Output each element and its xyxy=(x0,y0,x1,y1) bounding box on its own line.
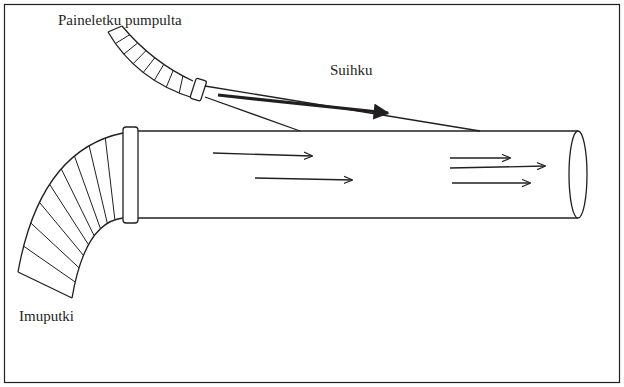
flow-arrow xyxy=(450,166,545,168)
frame-border xyxy=(5,5,620,383)
hose-rib xyxy=(74,156,100,229)
pressure-hose xyxy=(122,26,193,81)
hose-rib xyxy=(154,64,163,80)
hose-rib xyxy=(115,35,129,44)
hose-rib xyxy=(143,58,155,73)
hose-rib xyxy=(31,223,79,268)
hose-rib xyxy=(50,184,89,244)
suction-hose xyxy=(18,272,72,298)
part-label: Paineletku pumpulta xyxy=(58,11,182,29)
hose-rib xyxy=(24,246,76,282)
hose-rib xyxy=(124,43,138,54)
jet-arrow xyxy=(218,95,388,113)
flow-arrow xyxy=(450,157,510,158)
hose-rib xyxy=(39,202,83,255)
hose-rib xyxy=(166,70,173,87)
pressure-hose xyxy=(108,32,193,98)
hose-rib xyxy=(89,146,107,224)
flow-arrow xyxy=(255,178,352,180)
pipe-outlet xyxy=(569,131,587,218)
hose-rib xyxy=(179,76,183,93)
pipe-wall xyxy=(138,217,578,218)
flow-arrow xyxy=(213,153,312,156)
nozzle xyxy=(205,86,480,131)
hose-collar xyxy=(190,78,207,101)
hose-rib xyxy=(133,51,146,64)
suction-hose xyxy=(72,218,123,298)
pipe-wall xyxy=(138,130,578,131)
suction-hose xyxy=(18,133,123,272)
part-label: Suihku xyxy=(330,61,373,79)
hose-collar xyxy=(123,127,138,223)
hose-rib xyxy=(105,138,115,220)
hose-rib xyxy=(61,169,94,236)
flow-arrow xyxy=(452,182,530,183)
part-label: Imuputki xyxy=(19,307,74,325)
